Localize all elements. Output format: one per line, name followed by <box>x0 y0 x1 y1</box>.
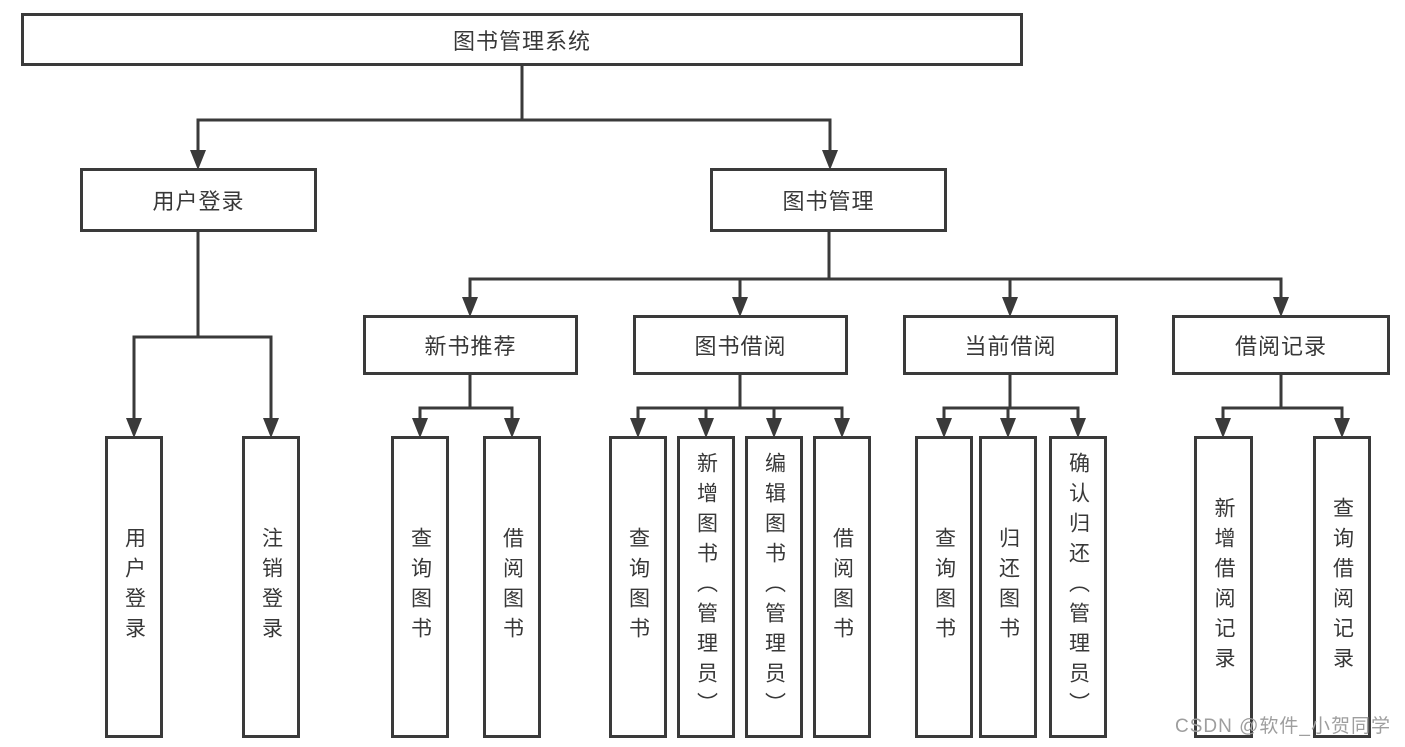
node-new-book-recommend: 新书推荐 <box>363 315 578 375</box>
leaf-borrow-books-recommend-label: 借阅图书 <box>500 527 524 647</box>
node-user-login-label: 用户登录 <box>152 189 245 214</box>
leaf-edit-books-admin-label: 编辑图书（管理员） <box>762 452 786 722</box>
node-book-management: 图书管理 <box>710 168 947 232</box>
node-current-borrow-label: 当前借阅 <box>964 334 1057 359</box>
leaf-query-books-borrow-label: 查询图书 <box>626 527 650 647</box>
node-book-borrow-label: 图书借阅 <box>694 334 787 359</box>
leaf-query-books-borrow: 查询图书 <box>609 436 667 738</box>
node-borrow-records-label: 借阅记录 <box>1234 334 1327 359</box>
leaf-query-books-recommend-label: 查询图书 <box>408 527 432 647</box>
node-library-system: 图书管理系统 <box>21 13 1023 66</box>
leaf-add-books-admin-label: 新增图书（管理员） <box>694 452 718 722</box>
watermark-text: CSDN @软件_小贺同学 <box>1175 716 1391 737</box>
arrowheads <box>126 150 1350 438</box>
leaf-borrow-books-label: 借阅图书 <box>830 527 854 647</box>
leaf-logout: 注销登录 <box>242 436 300 738</box>
leaf-query-borrow-record-label: 查询借阅记录 <box>1330 497 1354 677</box>
node-borrow-records: 借阅记录 <box>1172 315 1390 375</box>
leaf-return-books: 归还图书 <box>979 436 1037 738</box>
node-user-login: 用户登录 <box>80 168 317 232</box>
leaf-confirm-return-admin-label: 确认归还（管理员） <box>1066 452 1090 722</box>
leaf-add-books-admin: 新增图书（管理员） <box>677 436 735 738</box>
node-current-borrow: 当前借阅 <box>903 315 1118 375</box>
leaf-edit-books-admin: 编辑图书（管理员） <box>745 436 803 738</box>
leaf-query-books-current-label: 查询图书 <box>932 527 956 647</box>
node-new-book-recommend-label: 新书推荐 <box>424 334 517 359</box>
node-library-system-label: 图书管理系统 <box>452 28 591 54</box>
leaf-query-borrow-record: 查询借阅记录 <box>1313 436 1371 738</box>
leaf-add-borrow-record-label: 新增借阅记录 <box>1212 497 1235 677</box>
leaf-user-login: 用户登录 <box>105 436 163 738</box>
leaf-add-borrow-record: 新增借阅记录 <box>1194 436 1253 738</box>
leaf-logout-label: 注销登录 <box>259 527 283 647</box>
leaf-borrow-books-recommend: 借阅图书 <box>483 436 541 738</box>
leaf-confirm-return-admin: 确认归还（管理员） <box>1049 436 1107 738</box>
node-book-management-label: 图书管理 <box>782 189 875 214</box>
leaf-return-books-label: 归还图书 <box>996 527 1020 647</box>
leaf-query-books-current: 查询图书 <box>915 436 973 738</box>
node-book-borrow: 图书借阅 <box>633 315 848 375</box>
leaf-user-login-label: 用户登录 <box>122 527 146 647</box>
leaf-borrow-books: 借阅图书 <box>813 436 871 738</box>
leaf-query-books-recommend: 查询图书 <box>391 436 449 738</box>
